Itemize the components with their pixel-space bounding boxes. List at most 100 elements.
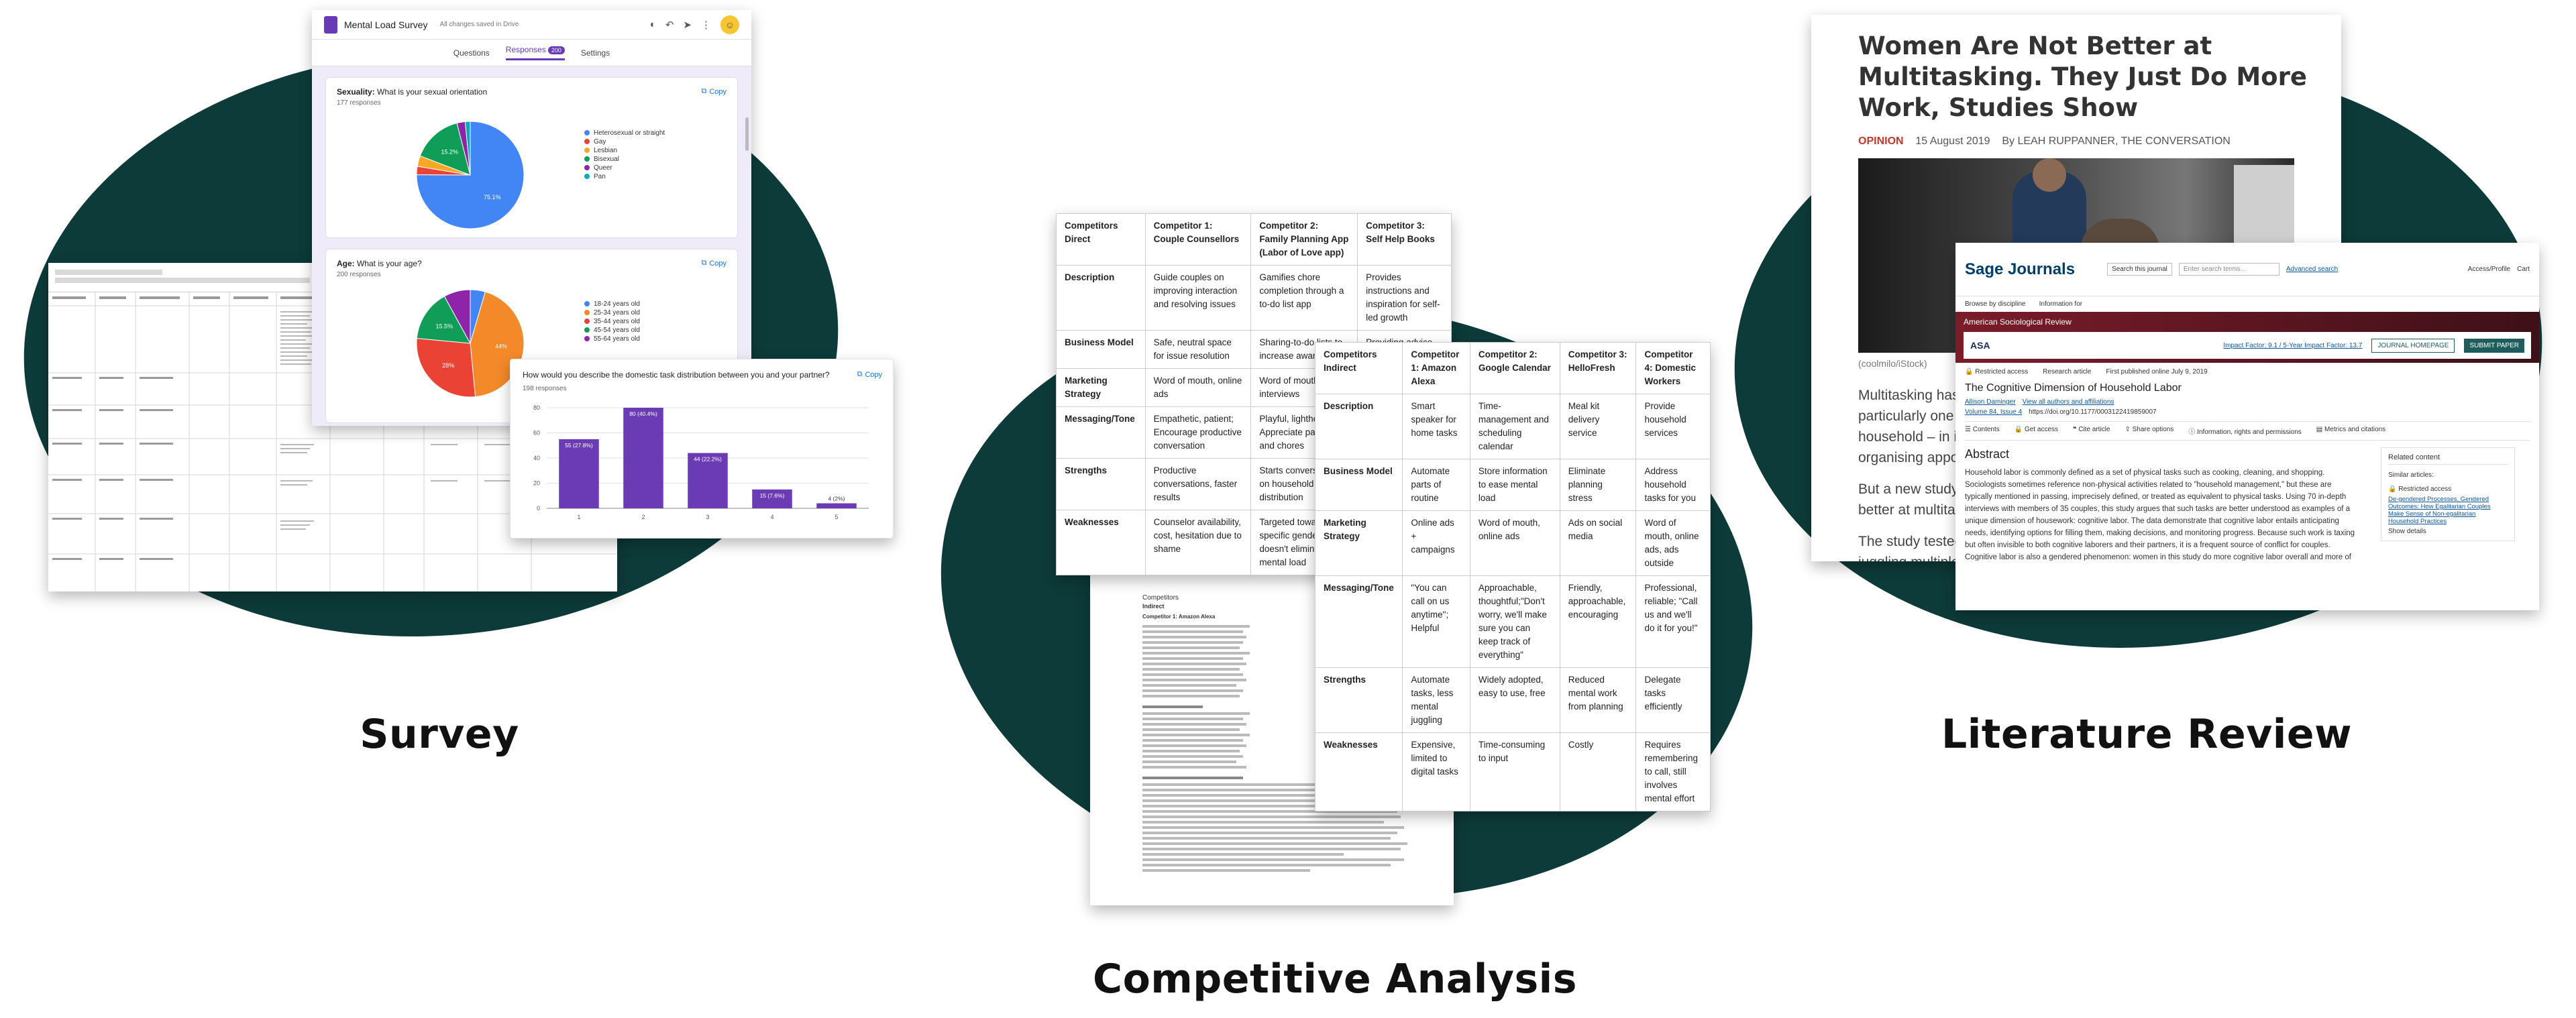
legend-swatch	[584, 139, 590, 145]
table-cell: Word of mouth, online ads	[1144, 368, 1252, 407]
table-cell: Delegate tasks efficiently	[1635, 667, 1711, 733]
affiliations-link[interactable]: View all authors and affiliations	[2022, 398, 2114, 406]
issue-link[interactable]: Volume 84, Issue 4	[1965, 408, 2023, 416]
copy-icon: ⧉	[701, 87, 707, 95]
access-profile-button[interactable]: Access/Profile	[2467, 266, 2511, 273]
legend-item: 25-34 years old	[584, 308, 640, 317]
table-cell: Gamifies chore completion through a to-d…	[1250, 265, 1358, 331]
response-count: 177 responses	[337, 99, 381, 107]
table-cell: Store information to ease mental load	[1469, 459, 1560, 511]
y-tick-label: 20	[533, 480, 540, 487]
article-tool-5[interactable]: ▤ Metrics and citations	[2316, 426, 2385, 436]
copy-chart-button[interactable]: ⧉Copy	[857, 370, 882, 379]
legend-label: 18-24 years old	[594, 300, 640, 308]
avatar[interactable]: ☺	[720, 15, 739, 34]
copy-icon: ⧉	[701, 259, 707, 267]
author-link[interactable]: Allison Daminger	[1965, 398, 2016, 406]
question-card-task-distribution: How would you describe the domestic task…	[510, 359, 894, 539]
pie-slice	[416, 337, 476, 398]
article-tool-4[interactable]: ⓘ Information, rights and permissions	[2188, 426, 2301, 436]
copy-icon: ⧉	[857, 370, 863, 378]
browse-discipline-menu[interactable]: Browse by discipline	[1965, 300, 2026, 308]
pie-data-label: 15.2%	[441, 148, 458, 155]
asa-logo: ASA	[1970, 340, 1990, 351]
article-date: 15 August 2019	[1915, 135, 1990, 147]
legend-item: Gay	[584, 137, 665, 146]
legend-label: 45-54 years old	[594, 327, 640, 334]
article-type: Research article	[2043, 368, 2092, 376]
show-details-link[interactable]: Show details	[2388, 528, 2426, 535]
form-header: Mental Load Survey All changes saved in …	[312, 10, 751, 40]
article-status: 🔒 Restricted access Research article Fir…	[1955, 363, 2539, 381]
legend-item: 18-24 years old	[584, 300, 640, 308]
table-cell: "You can call on us anytime"; Helpful	[1402, 575, 1470, 668]
table-cell: Ads on social media	[1559, 510, 1637, 576]
undo-icon[interactable]: ↶	[665, 19, 674, 31]
tool-icon: ⇪	[2125, 426, 2133, 433]
send-icon[interactable]: ➤	[683, 19, 692, 31]
journal-homepage-button[interactable]: JOURNAL HOMEPAGE	[2371, 338, 2455, 353]
row-label-cell: Business Model	[1056, 330, 1146, 369]
table-cell: Eliminate planning stress	[1559, 459, 1637, 511]
tool-icon: ☰	[1965, 426, 1973, 433]
table-header-cell: Competitors Indirect	[1315, 342, 1403, 394]
abstract-section: Abstract Household labor is commonly def…	[1965, 447, 2361, 561]
journal-banner: American Sociological Review ASA Impact …	[1955, 312, 2539, 363]
palette-icon[interactable]: ◐	[649, 19, 656, 30]
copy-chart-button[interactable]: ⧉Copy	[701, 87, 727, 96]
x-tick-label: 3	[706, 514, 709, 520]
sage-subnav: Browse by discipline Information for	[1955, 296, 2539, 312]
table-cell: Automate parts of routine	[1402, 459, 1470, 511]
search-scope-select[interactable]: Search this journal	[2107, 263, 2172, 276]
legend-label: 25-34 years old	[594, 309, 640, 317]
legend-swatch	[584, 165, 590, 171]
save-status: All changes saved in Drive	[439, 21, 519, 28]
tab-responses-label: Responses	[505, 45, 546, 54]
impact-factor[interactable]: Impact Factor: 9.1 / 5-Year Impact Facto…	[2223, 341, 2363, 349]
legend-label: Lesbian	[594, 147, 618, 154]
tab-settings[interactable]: Settings	[580, 48, 610, 58]
search-input[interactable]: Enter search terms...	[2178, 263, 2279, 276]
advanced-search-link[interactable]: Advanced search	[2286, 266, 2339, 273]
legend-swatch	[584, 148, 590, 154]
scrollbar[interactable]	[745, 117, 749, 151]
table-header-cell: Competitor 2: Google Calendar	[1469, 342, 1560, 394]
journal-name: American Sociological Review	[1964, 317, 2072, 327]
information-for-menu[interactable]: Information for	[2039, 300, 2083, 308]
more-icon[interactable]: ⋮	[701, 19, 711, 31]
pie-slice	[416, 296, 471, 344]
legend-item: 55-64 years old	[584, 335, 640, 343]
legend-label: Bisexual	[594, 156, 619, 163]
lock-icon: 🔒	[2388, 486, 2397, 493]
response-count: 200 responses	[337, 271, 381, 278]
google-form-responses: Mental Load Survey All changes saved in …	[312, 10, 751, 426]
cart-button[interactable]: Cart	[2517, 266, 2530, 273]
row-label-cell: Weaknesses	[1056, 510, 1146, 575]
bar-data-label: 55 (27.8%)	[565, 442, 593, 449]
article-tool-3[interactable]: ⇪ Share options	[2125, 426, 2174, 436]
sage-logo[interactable]: Sage Journals	[1965, 260, 2076, 278]
tool-label: Contents	[1972, 426, 2000, 433]
row-label-cell: Messaging/Tone	[1056, 406, 1146, 459]
doc-subheading: Indirect	[1142, 603, 1165, 610]
related-heading: Related content	[2388, 453, 2508, 465]
tab-questions[interactable]: Questions	[453, 48, 490, 58]
article-tool-2[interactable]: ❝ Cite article	[2073, 426, 2110, 436]
article-tool-1[interactable]: 🔒 Get access	[2015, 426, 2058, 436]
article-tool-0[interactable]: ☰ Contents	[1965, 426, 2000, 436]
legend-label: Pan	[594, 173, 606, 180]
submit-paper-button[interactable]: SUBMIT PAPER	[2464, 338, 2524, 353]
doi: https://doi.org/10.1177/0003122419859007	[2029, 408, 2157, 416]
competitor-notes-document: Competitors Indirect Competitor 1: Amazo…	[1090, 570, 1454, 905]
related-article-link[interactable]: De-gendered Processes, Gendered Outcomes…	[2388, 496, 2491, 525]
article-title: Women Are Not Better at Multitasking. Th…	[1858, 32, 2307, 122]
legend-label: Heterosexual or straight	[594, 129, 665, 137]
copy-chart-button[interactable]: ⧉Copy	[701, 259, 727, 268]
question-title: Age: What is your age?	[337, 259, 422, 268]
